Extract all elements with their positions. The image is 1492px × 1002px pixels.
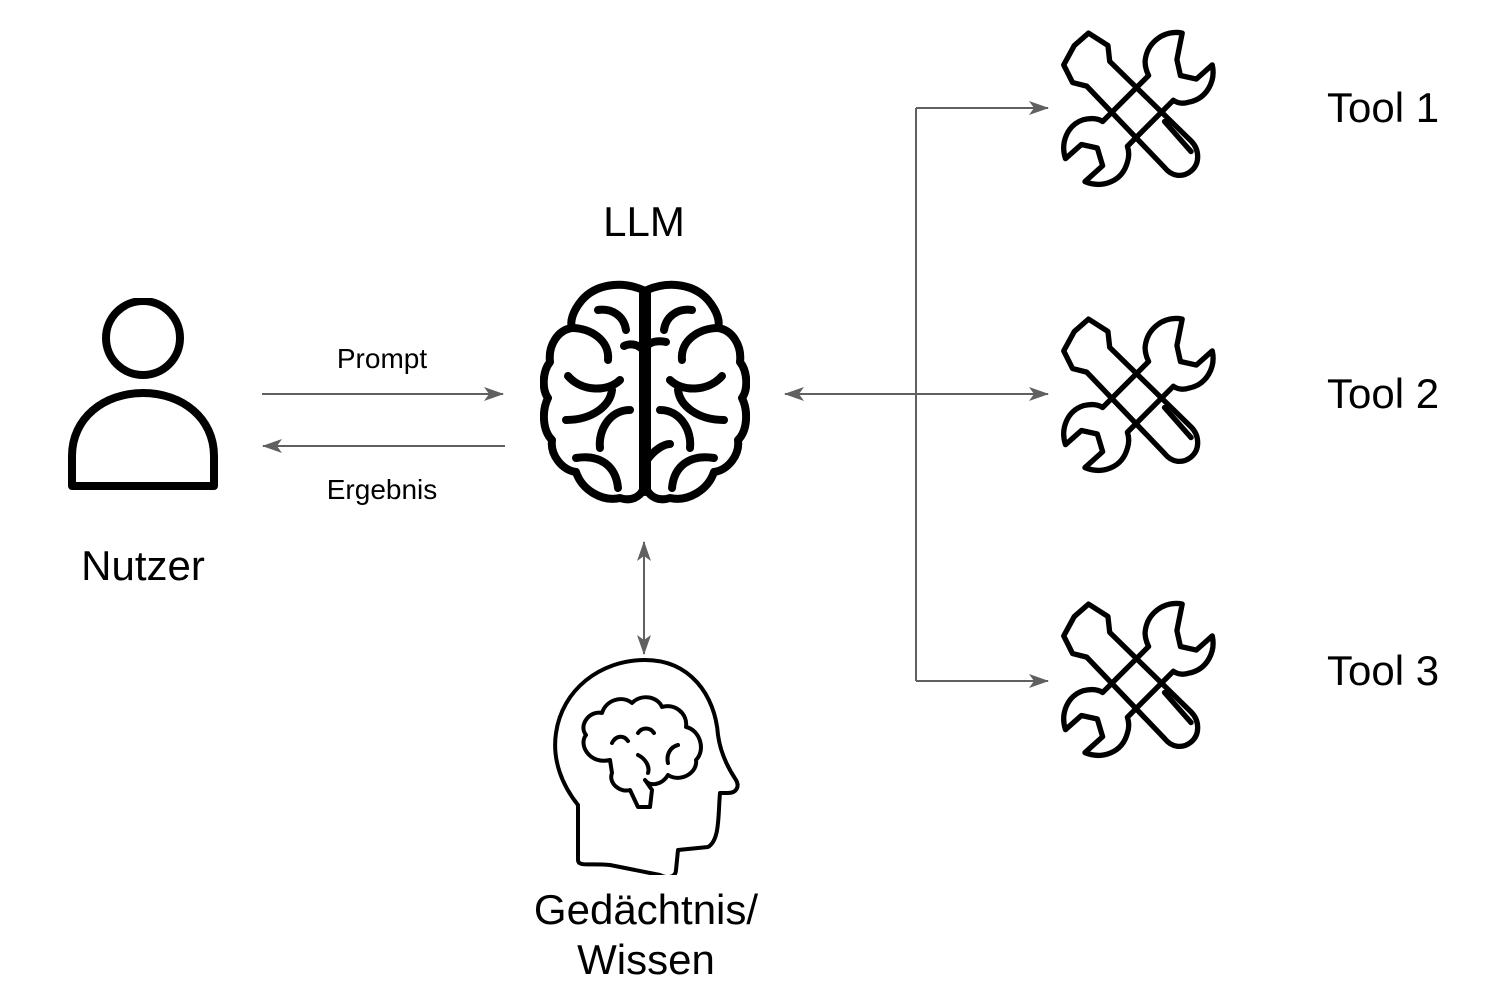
tool-2-label: Tool 2 xyxy=(1327,370,1440,417)
brain-icon xyxy=(540,280,750,504)
tool-1-label: Tool 1 xyxy=(1327,84,1440,131)
tools-icon xyxy=(1052,597,1224,765)
memory-label-line1: Gedächtnis/ xyxy=(533,886,759,933)
result-label: Ergebnis xyxy=(326,474,438,505)
head-brain-icon xyxy=(553,658,740,875)
prompt-label: Prompt xyxy=(336,343,428,374)
tool-3-label: Tool 3 xyxy=(1327,647,1440,694)
user-label: Nutzer xyxy=(81,542,205,589)
memory-label-line2: Wissen xyxy=(577,936,715,983)
llm-label: LLM xyxy=(603,198,685,245)
tools-icon xyxy=(1052,26,1224,194)
tools-icon xyxy=(1052,312,1224,480)
person-icon xyxy=(68,298,218,490)
memory-label: Gedächtnis/ Wissen xyxy=(534,885,758,985)
